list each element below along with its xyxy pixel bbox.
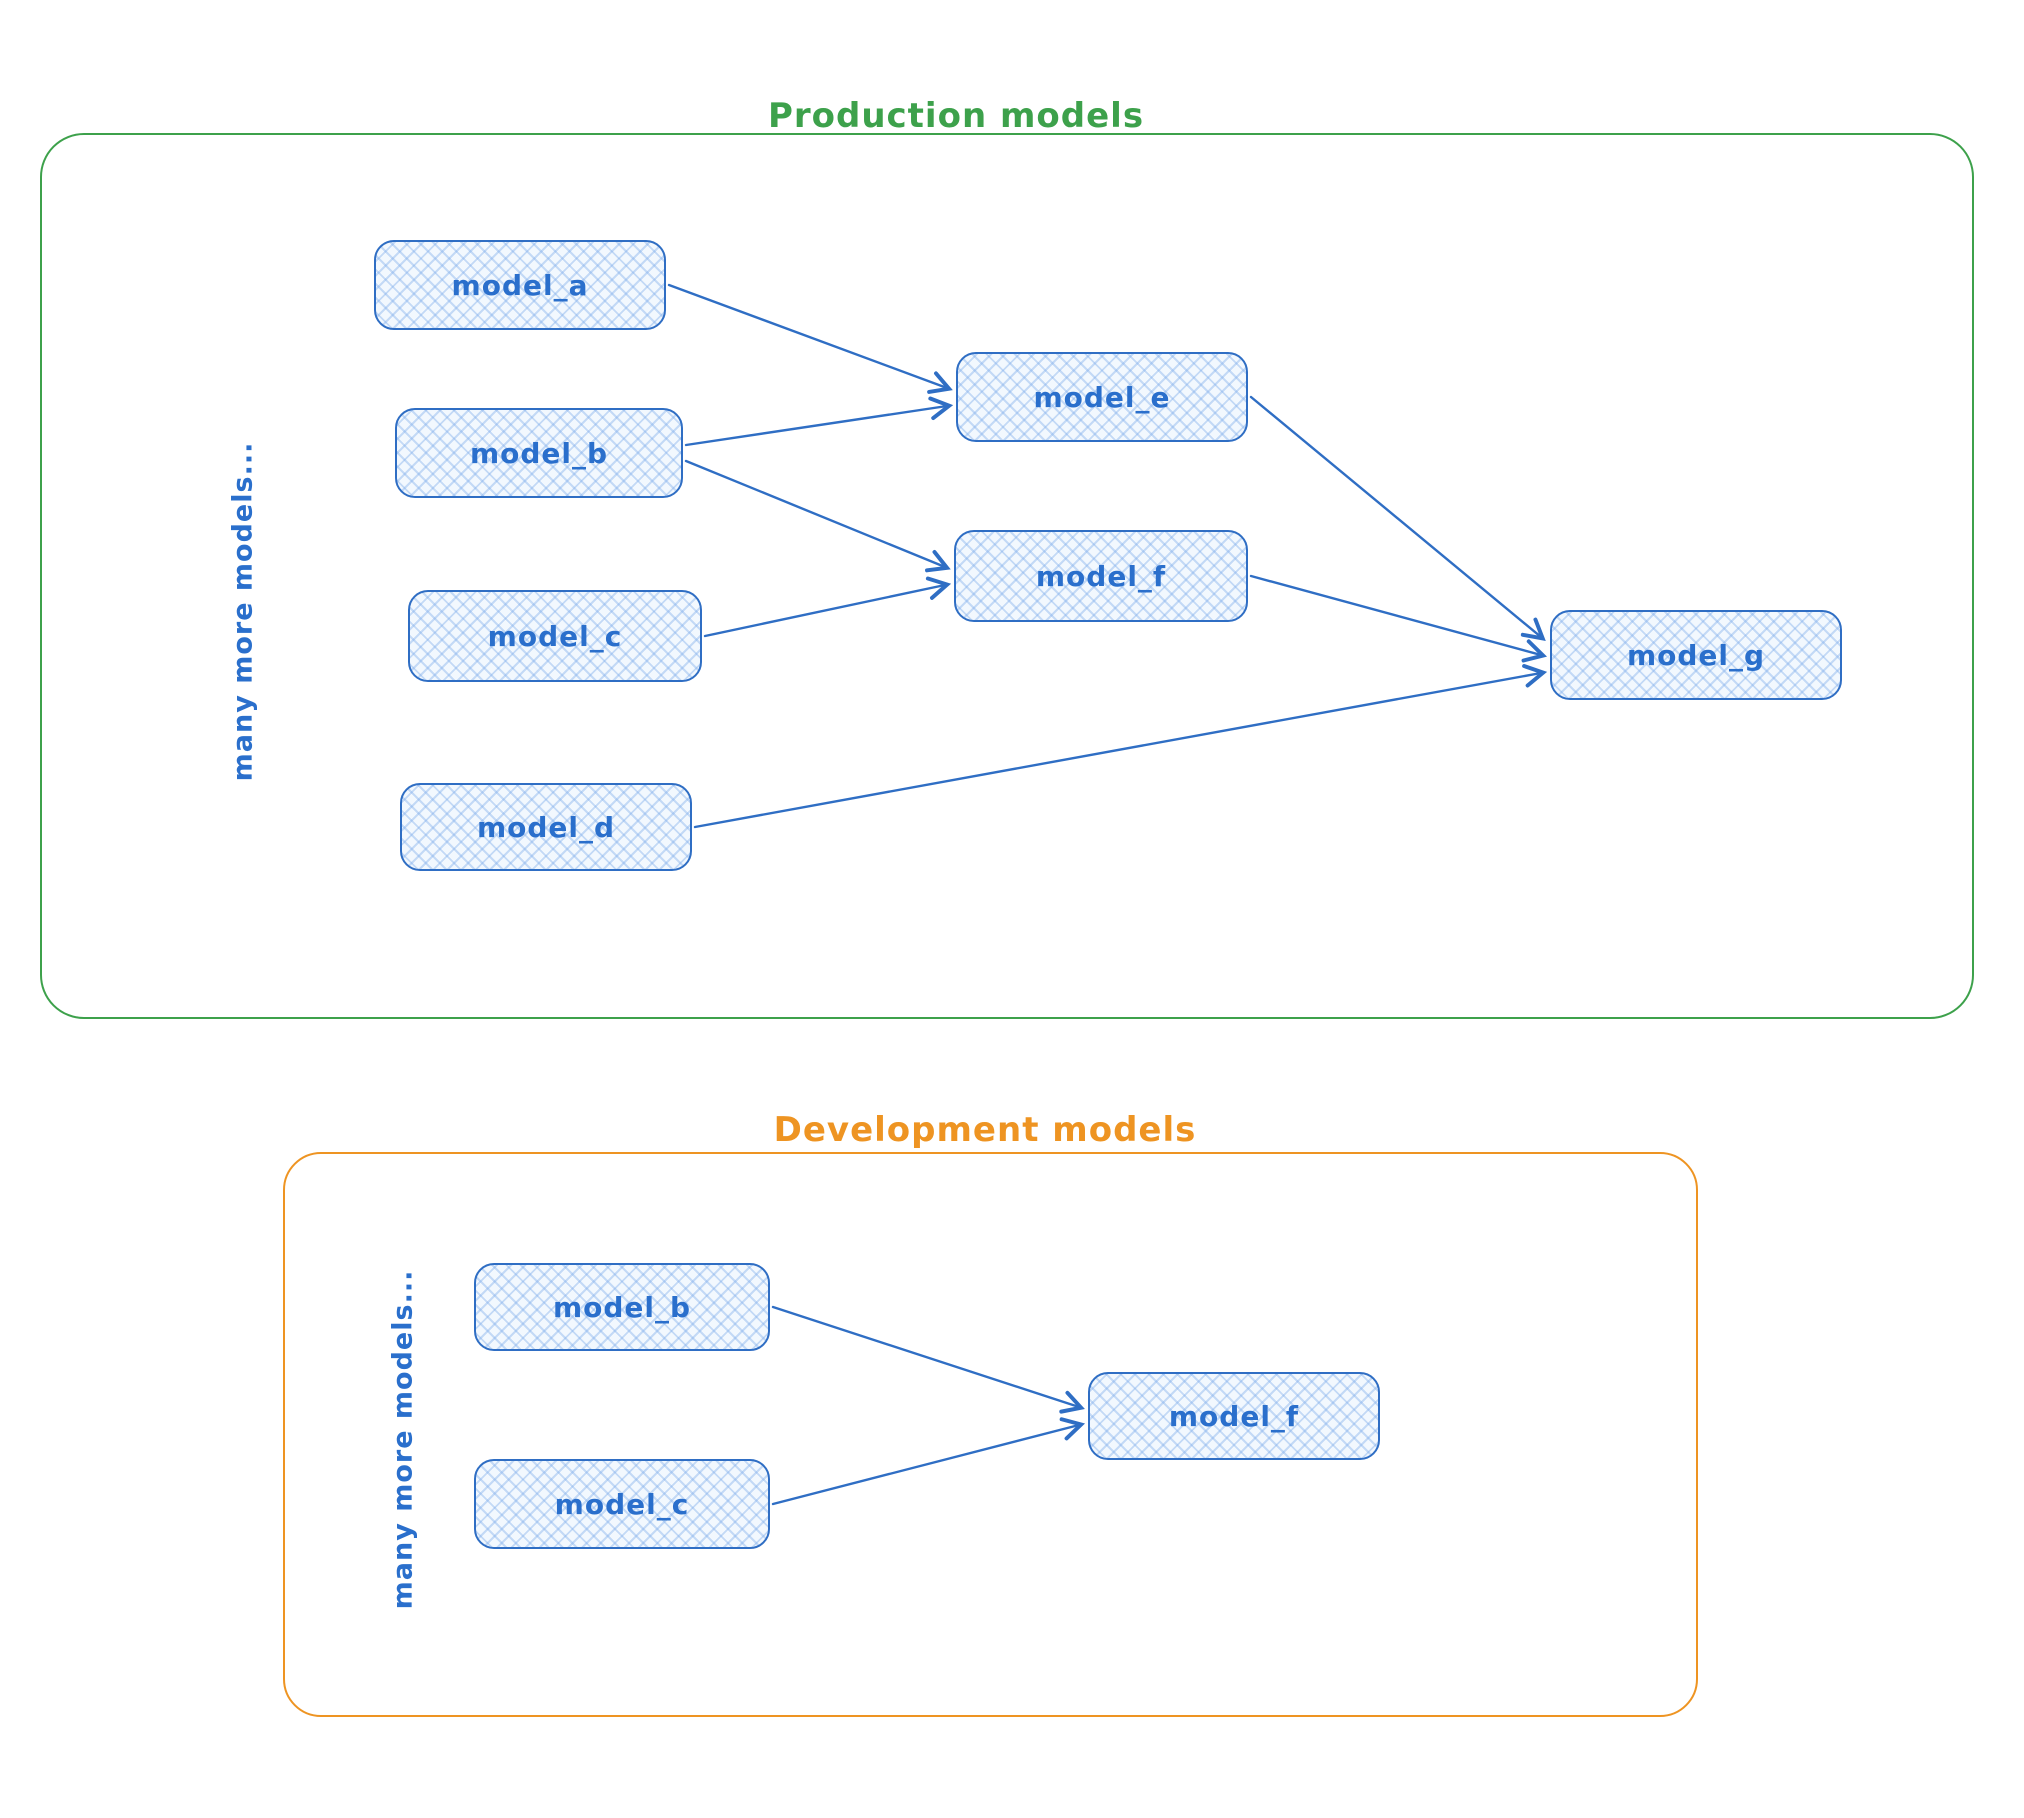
node-production-model_c: model_c [408, 590, 702, 682]
node-label: model_a [451, 268, 589, 302]
node-label: model_d [476, 810, 616, 844]
node-production-model_a: model_a [374, 240, 666, 330]
node-development-model_c: model_c [474, 1459, 770, 1549]
node-label: model_b [469, 436, 609, 470]
node-development-model_b: model_b [474, 1263, 770, 1351]
node-label: model_b [552, 1290, 692, 1324]
node-label: model_g [1626, 638, 1766, 672]
node-production-model_b: model_b [395, 408, 683, 498]
development-title: Development models [773, 1110, 1197, 1151]
node-label: model_c [487, 619, 623, 653]
production-frame [40, 133, 1974, 1019]
node-production-model_g: model_g [1550, 610, 1842, 700]
development-frame [283, 1152, 1698, 1717]
node-label: model_c [554, 1487, 690, 1521]
node-label: model_f [1035, 559, 1167, 593]
node-development-model_f: model_f [1088, 1372, 1380, 1460]
node-production-model_f: model_f [954, 530, 1248, 622]
node-production-model_d: model_d [400, 783, 692, 871]
node-label: model_e [1033, 380, 1171, 414]
production-title: Production models [767, 96, 1145, 137]
node-production-model_e: model_e [956, 352, 1248, 442]
development-side-note: many more models... [387, 1269, 419, 1610]
node-label: model_f [1168, 1399, 1300, 1433]
production-side-note: many more models... [227, 441, 259, 782]
